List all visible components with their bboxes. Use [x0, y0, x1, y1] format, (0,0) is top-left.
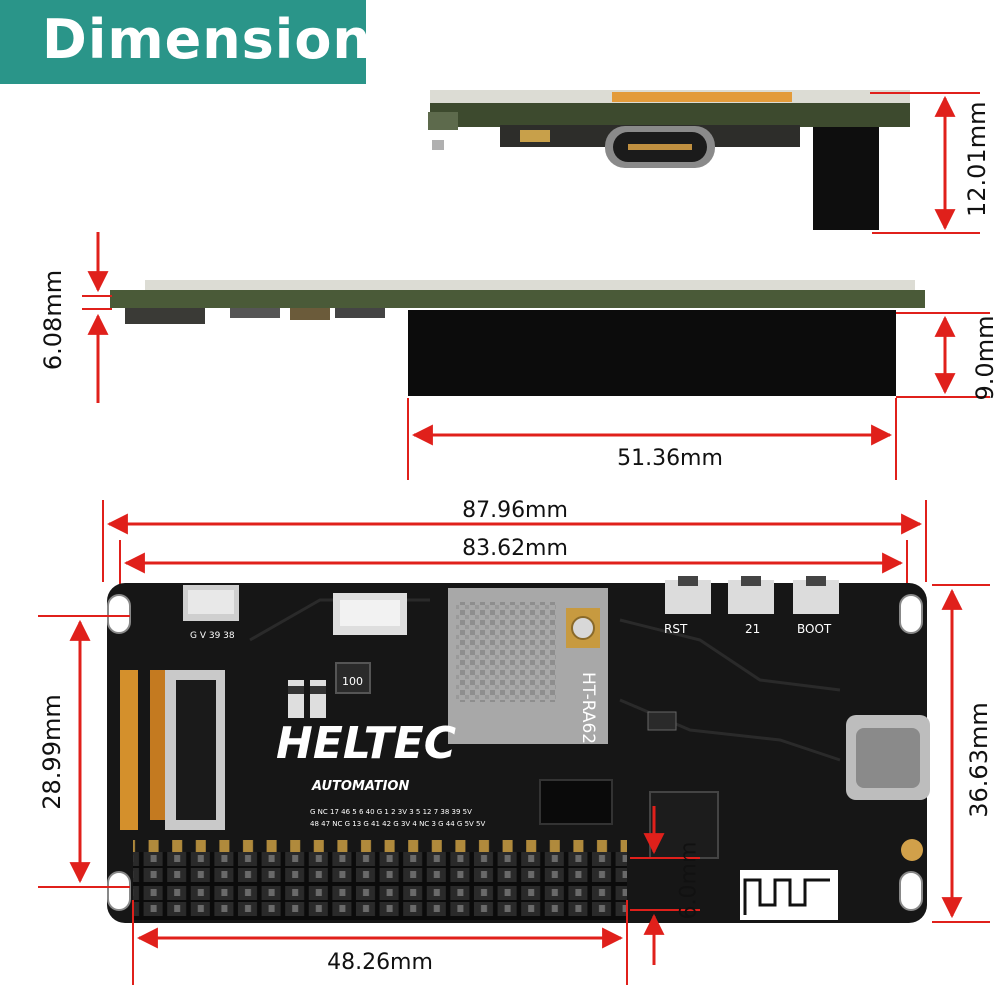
dim-hole-spacing: 83.62mm [462, 536, 568, 561]
ic-chip [539, 779, 613, 825]
pcb-side [110, 290, 925, 308]
header-banner [0, 0, 366, 84]
display-flex [612, 92, 792, 102]
dim-hole-spacing-vertical: 28.99mm [38, 694, 66, 810]
board-top-view: HELTEC AUTOMATION HT-RA62 100 G V 39 38 … [107, 576, 930, 923]
svg-text:21: 21 [745, 622, 760, 636]
display-fpc [120, 670, 138, 830]
svg-text:G NC 17 46 5 6 40 G 1 2 3V 3 5: G NC 17 46 5 6 40 G 1 2 3V 3 5 12 7 38 3… [310, 808, 472, 816]
heltec-logo: HELTEC [276, 718, 456, 769]
svg-text:AUTOMATION: AUTOMATION [311, 779, 409, 794]
dim-board-thickness: 6.08mm [39, 269, 67, 371]
svg-text:100: 100 [342, 675, 363, 688]
dim-total-width: 36.63mm [965, 702, 993, 818]
middle-side-view [110, 280, 925, 396]
dim-side-height: 12.01mm [963, 101, 991, 217]
svg-text:G V 39 38: G V 39 38 [190, 631, 235, 641]
dim-total-length: 87.96mm [462, 498, 568, 523]
page-title: Dimension [42, 8, 372, 71]
svg-text:HT-RA62: HT-RA62 [578, 672, 598, 744]
dim-header-length-side: 51.36mm [617, 446, 723, 471]
svg-text:RST: RST [664, 622, 688, 636]
dim-header-offset: 6.0mm [676, 841, 702, 920]
svg-text:BOOT: BOOT [797, 622, 832, 636]
dim-header-length: 48.26mm [327, 950, 433, 975]
dim-header-height: 9.0mm [971, 315, 999, 401]
header-side [813, 127, 879, 230]
svg-text:48 47 NC G 13 G 41 42 G 3V 4 N: 48 47 NC G 13 G 41 42 G 3V 4 NC 3 G 44 G… [310, 820, 485, 828]
inductor [335, 662, 371, 694]
pcb-edge [430, 103, 910, 127]
pin-header-side [408, 310, 896, 396]
top-side-view [428, 90, 910, 230]
